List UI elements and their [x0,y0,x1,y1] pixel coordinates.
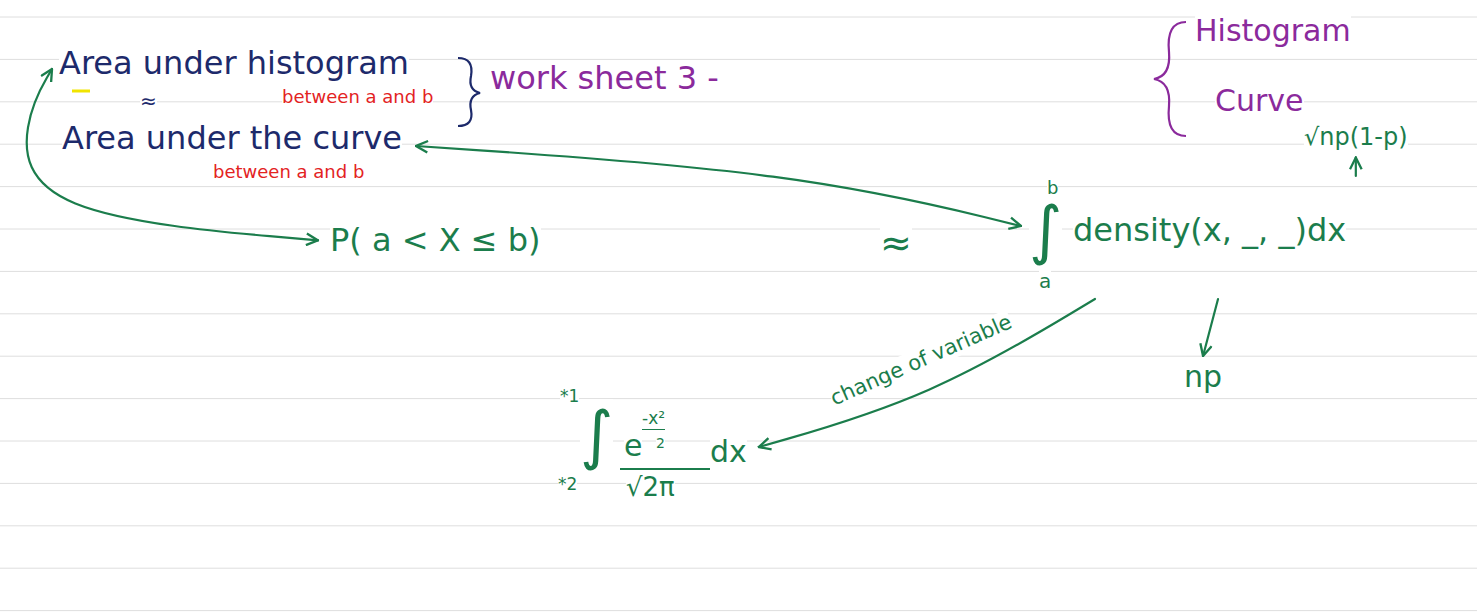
fraction-bar [620,468,710,470]
note-group: Area under histogram between a and b [55,45,437,112]
note-group: ∫*1 *2 e-x² 2 √2π dx [558,385,751,507]
ruled-line [0,525,1477,526]
note-text: Area under the curve [62,120,402,157]
highlight-mark [72,90,90,93]
category-item: Curve [1215,84,1304,119]
ruled-line [0,271,1477,272]
ruled-line [0,610,1477,611]
curly-brace [458,58,480,126]
normalising-constant: √2π [626,473,675,503]
differential: dx [710,435,747,470]
ruled-line [0,483,1477,484]
note-group: np [1180,358,1226,399]
approx-sign: ≈ [140,90,157,113]
ruled-line [0,313,1477,314]
probability-expression: P( a < X ≤ b) [330,222,541,259]
note-group: ∫b a density(x, _, _)dx [1025,178,1350,297]
exponential-base: e [624,429,642,464]
mean: np [1184,360,1222,395]
note-group: Area under the curve between a and b [58,120,406,187]
upper-limit: *1 [560,387,579,407]
integral-sign: ∫ [1029,194,1062,268]
ruled-line [0,186,1477,187]
category-item: Histogram [1195,14,1351,49]
lower-limit: a [1039,270,1051,293]
connector-arrow [416,146,1021,226]
ruled-line [0,398,1477,399]
worksheet-note: work sheet 3 - [490,60,719,97]
integrand: density(x, _, _)dx [1073,212,1346,249]
ruled-line [0,356,1477,357]
ruled-lines [0,17,1477,611]
note-group: P( a < X ≤ b) [326,218,545,263]
edge-label: change of variable [827,310,1016,411]
exponent-denominator: 2 [656,435,665,451]
exponent-numerator: -x² [642,409,665,430]
connector-arrow [1203,299,1218,356]
standard-deviation: √np(1-p) [1304,124,1408,152]
connector-arrow [759,299,1095,447]
note-text: Area under histogram [59,45,409,82]
upper-limit: b [1047,178,1058,199]
lower-limit: *2 [558,475,577,495]
ruled-line [0,568,1477,569]
note-group: √np(1-p) [1300,122,1412,156]
range-note: between a and b [282,87,433,108]
connector-arrow [1355,158,1357,176]
integral-sign: ∫ [580,399,613,473]
curly-brace [1154,22,1186,136]
range-note: between a and b [213,162,364,183]
approx-sign: ≈ [880,222,912,266]
